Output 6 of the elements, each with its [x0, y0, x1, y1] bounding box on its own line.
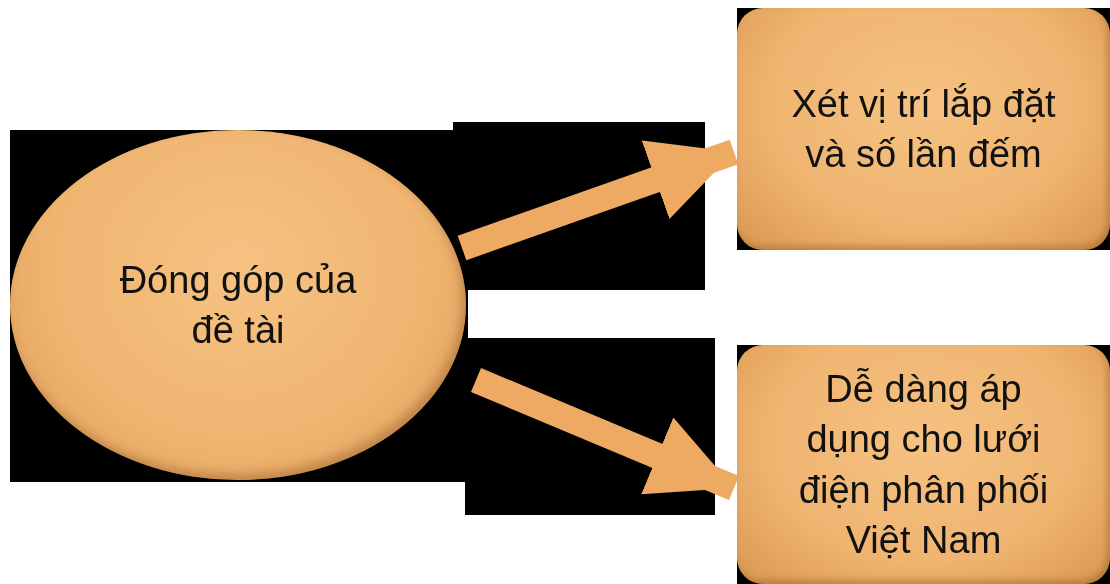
process-box [737, 8, 1110, 250]
node-label: Đóng góp của đề tài [118, 257, 358, 353]
node-label: Dễ dàng áp dụng cho lưới điện phân phối Việt Nam [797, 367, 1050, 563]
node-label: Xét vị trí lắp đặt và số lần đếm [790, 81, 1057, 177]
arrow [457, 139, 739, 261]
process-box [737, 345, 1110, 584]
